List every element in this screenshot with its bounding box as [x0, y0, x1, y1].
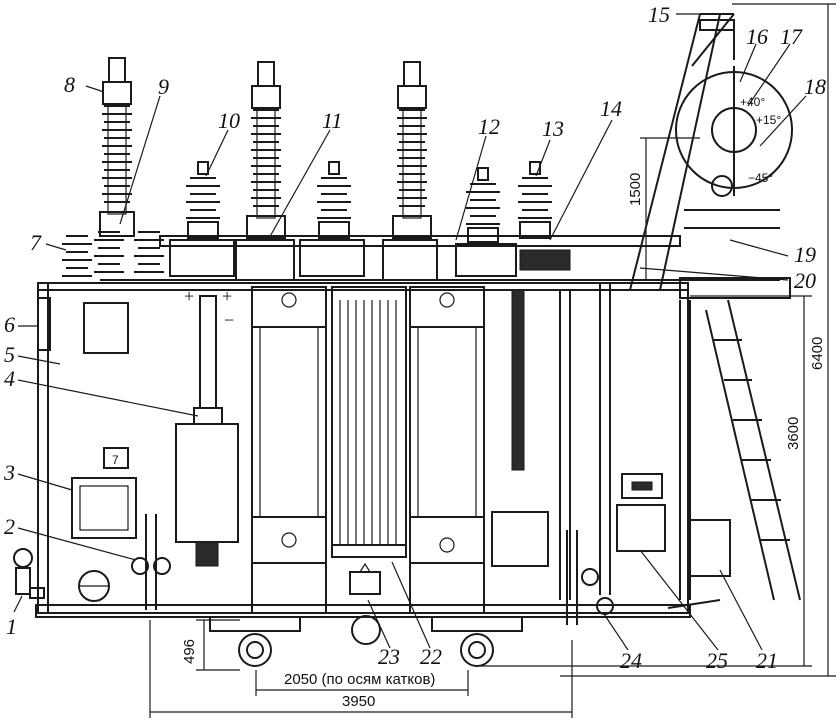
- callout-4: 4: [4, 366, 15, 391]
- gauge-plus40: +40°: [740, 95, 765, 109]
- dim-2050: 2050 (по осям катков): [284, 671, 435, 688]
- lv-bushing-10: [186, 161, 220, 239]
- callout-19: 19: [794, 242, 816, 267]
- valve-right: [566, 530, 599, 625]
- control-box: [616, 504, 666, 552]
- turret-f: [519, 249, 571, 271]
- conservator: [629, 13, 793, 291]
- callout-25: 25: [706, 648, 728, 673]
- turret-b: [235, 239, 295, 281]
- turret-d: [382, 239, 438, 281]
- callout-17: 17: [780, 24, 803, 49]
- callout-22: 22: [420, 644, 442, 669]
- dim-1500: 1500: [627, 173, 644, 206]
- callout-23: 23: [378, 644, 400, 669]
- lv-bushing-12: [466, 167, 500, 243]
- tank-cover: [100, 235, 791, 299]
- air-dryer-column: + + −: [175, 286, 239, 567]
- hv-bushing-center: [246, 61, 286, 239]
- callout-13: 13: [542, 116, 564, 141]
- dim-3600: 3600: [785, 417, 802, 450]
- callout-12: 12: [478, 114, 500, 139]
- minus-sign: −: [224, 310, 234, 330]
- plus-sign-left: +: [184, 286, 194, 306]
- dim-6400: 6400: [809, 337, 826, 370]
- indicator-mark: [631, 481, 653, 491]
- roller-center: [351, 615, 381, 645]
- roller-right: [431, 616, 523, 667]
- hv-bushing-left: [99, 57, 135, 237]
- callout-5: 5: [4, 342, 15, 367]
- tank-hatch: [83, 302, 129, 354]
- cooler-right: [409, 286, 485, 614]
- leader-lines: [13, 13, 807, 651]
- lv-bushing-13: [518, 161, 552, 239]
- turret-e: [455, 243, 517, 277]
- roller-left: [209, 616, 301, 667]
- callout-3: 3: [3, 460, 15, 485]
- ladder: [667, 299, 801, 609]
- oil-pipe: [491, 282, 614, 615]
- callout-11: 11: [322, 108, 342, 133]
- gauge-plus15: +15°: [756, 113, 781, 127]
- callout-21: 21: [756, 648, 778, 673]
- callout-24: 24: [620, 648, 642, 673]
- callout-20: 20: [794, 268, 816, 293]
- callout-8: 8: [64, 72, 75, 97]
- dimension-lines: [149, 3, 836, 718]
- callout-2: 2: [4, 514, 15, 539]
- turret-c: [299, 239, 365, 277]
- neutral-bushings-7: [62, 231, 164, 277]
- hv-bushing-right: [392, 61, 432, 239]
- dim-3950: 3950: [342, 693, 375, 710]
- lv-bushing-mid: [317, 161, 351, 239]
- callout-16: 16: [746, 24, 768, 49]
- drain-valve: [13, 548, 45, 599]
- gauge-minus45: −45°: [748, 171, 773, 185]
- turret-a: [169, 239, 235, 277]
- valve-left: [131, 514, 171, 610]
- dim-496: 496: [181, 639, 198, 664]
- callout-1: 1: [6, 614, 17, 639]
- plus-sign-right: +: [222, 286, 232, 306]
- callout-7: 7: [30, 230, 42, 255]
- callout-9: 9: [158, 74, 169, 99]
- indicator-box: [621, 473, 663, 499]
- callout-15: 15: [648, 2, 670, 27]
- tank-ground-plate: [37, 297, 51, 351]
- relay-label-left: 7: [112, 453, 119, 467]
- cooler-left: [251, 286, 327, 614]
- callout-6: 6: [4, 312, 15, 337]
- callout-10: 10: [218, 108, 240, 133]
- callout-18: 18: [804, 74, 826, 99]
- cooler-center-tubes: [331, 286, 407, 595]
- callout-14: 14: [600, 96, 622, 121]
- terminal-box: [71, 447, 137, 539]
